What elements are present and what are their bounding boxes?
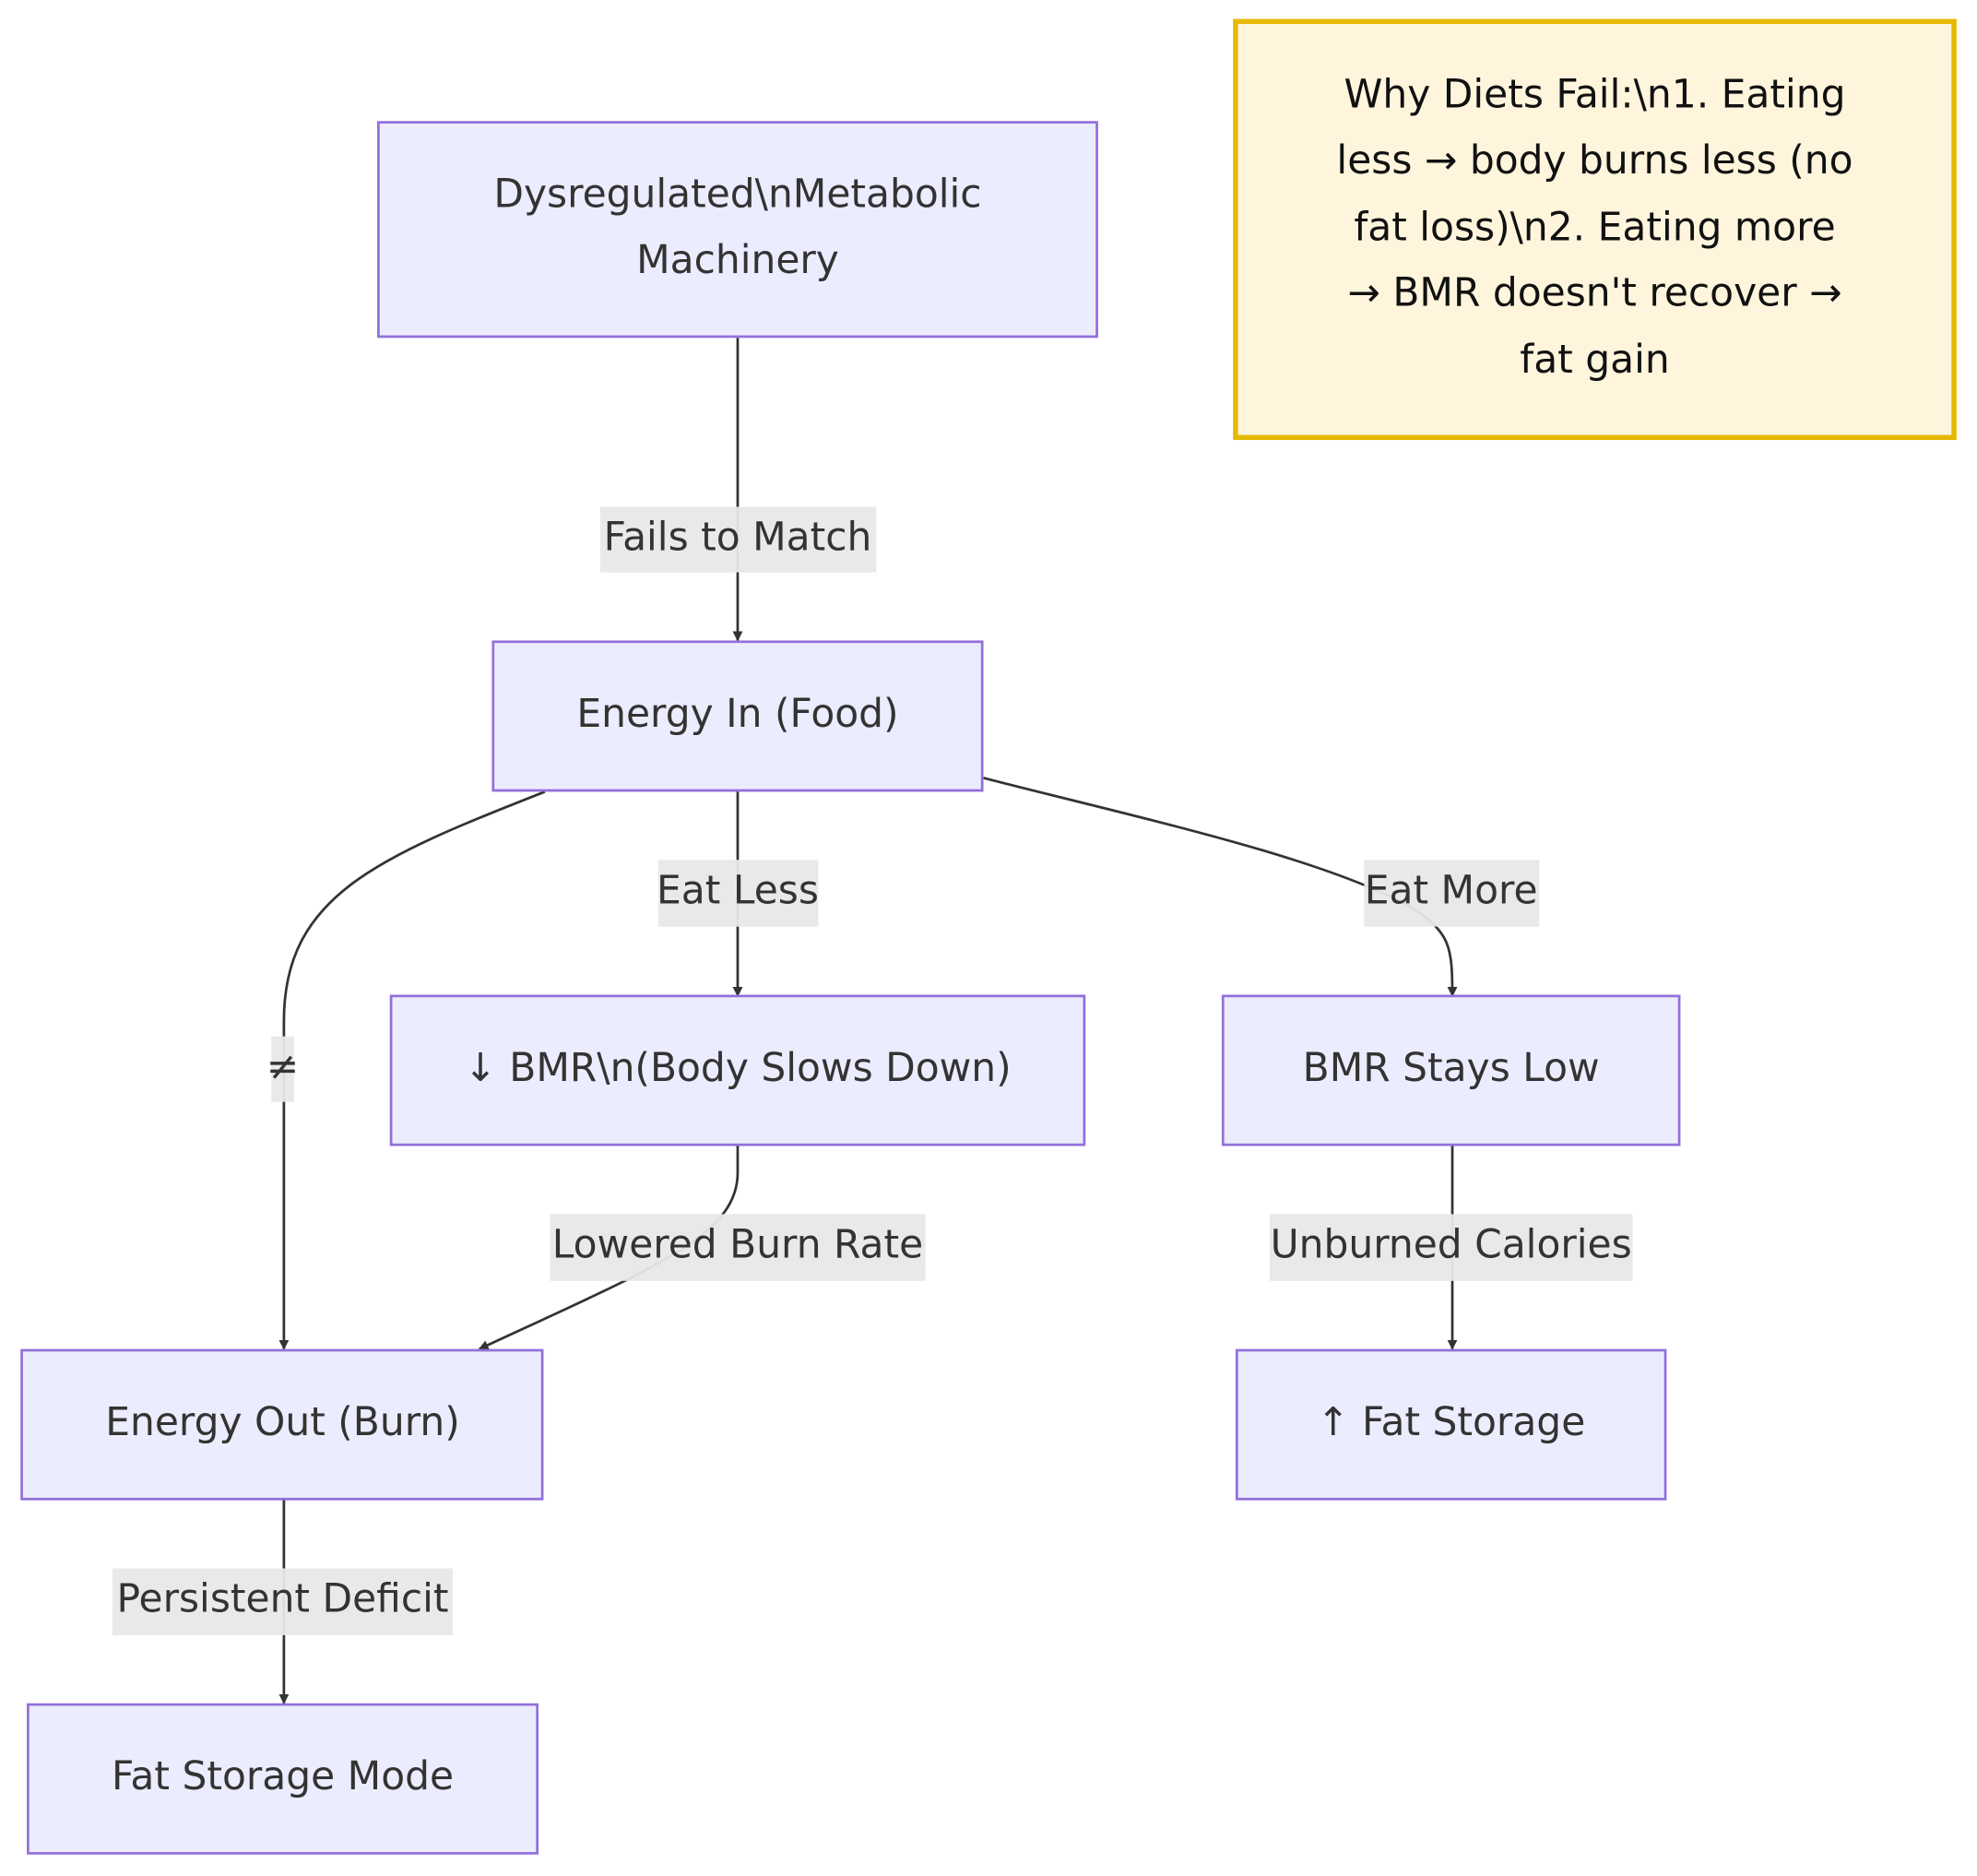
- node-label-line: BMR Stays Low: [1303, 1045, 1600, 1090]
- note-line: fat gain: [1520, 337, 1669, 382]
- edge-label-persistent-deficit: Persistent Deficit: [112, 1568, 454, 1635]
- edge-label-text: Unburned Calories: [1271, 1221, 1632, 1266]
- note-line: Why Diets Fail:\n1. Eating: [1344, 72, 1846, 117]
- edge-label-eat-more: Eat More: [1364, 860, 1540, 927]
- edge-label-eat-less: Eat Less: [657, 860, 819, 927]
- node-label-line: Energy In (Food): [576, 691, 898, 736]
- node-dysregulated-metabolic-machinery[interactable]: Dysregulated\nMetabolic Machinery: [377, 121, 1098, 338]
- node-bmr-stays-low[interactable]: BMR Stays Low: [1221, 994, 1681, 1146]
- edge-labels: Fails to Match ≠ Eat Less Eat More Lower…: [112, 506, 1633, 1635]
- node-label-line: Machinery: [636, 237, 839, 282]
- edge-label-not-equal: ≠: [266, 1036, 300, 1102]
- edge-energy-in-to-bmr-low[interactable]: [983, 777, 1458, 997]
- edge-energy-in-to-energy-out[interactable]: [278, 790, 546, 1350]
- note-line: less → body burns less (no: [1336, 137, 1853, 183]
- note-why-diets-fail: Why Diets Fail:\n1. Eating less → body b…: [1233, 18, 1957, 441]
- node-label-line: Energy Out (Burn): [105, 1399, 460, 1444]
- node-energy-in[interactable]: Energy In (Food): [491, 640, 984, 792]
- node-fat-storage-mode[interactable]: Fat Storage Mode: [27, 1703, 539, 1855]
- note-line: fat loss)\n2. Eating more: [1354, 204, 1835, 249]
- node-energy-out[interactable]: Energy Out (Burn): [20, 1348, 544, 1501]
- node-label-line: Dysregulated\nMetabolic: [493, 172, 981, 217]
- edge-label-fails-to-match: Fails to Match: [599, 506, 877, 573]
- edge-label-text: ≠: [266, 1044, 300, 1089]
- edge-label-text: Lowered Burn Rate: [552, 1221, 923, 1266]
- edge-label-lowered-burn-rate: Lowered Burn Rate: [550, 1214, 926, 1281]
- edge-label-unburned-calories: Unburned Calories: [1269, 1214, 1633, 1281]
- note-line: → BMR doesn't recover →: [1347, 269, 1841, 315]
- node-label-line: Fat Storage Mode: [112, 1753, 454, 1799]
- edge-label-text: Fails to Match: [604, 515, 872, 560]
- node-fat-storage-up[interactable]: ↑ Fat Storage: [1235, 1348, 1667, 1501]
- edge-label-text: Eat More: [1365, 867, 1538, 912]
- node-bmr-down[interactable]: ↓ BMR\n(Body Slows Down): [389, 994, 1086, 1146]
- node-label-line: ↓ BMR\n(Body Slows Down): [464, 1045, 1011, 1090]
- edge-label-text: Persistent Deficit: [116, 1576, 448, 1621]
- node-label-line: ↑ Fat Storage: [1317, 1399, 1585, 1444]
- edge-label-text: Eat Less: [657, 867, 819, 912]
